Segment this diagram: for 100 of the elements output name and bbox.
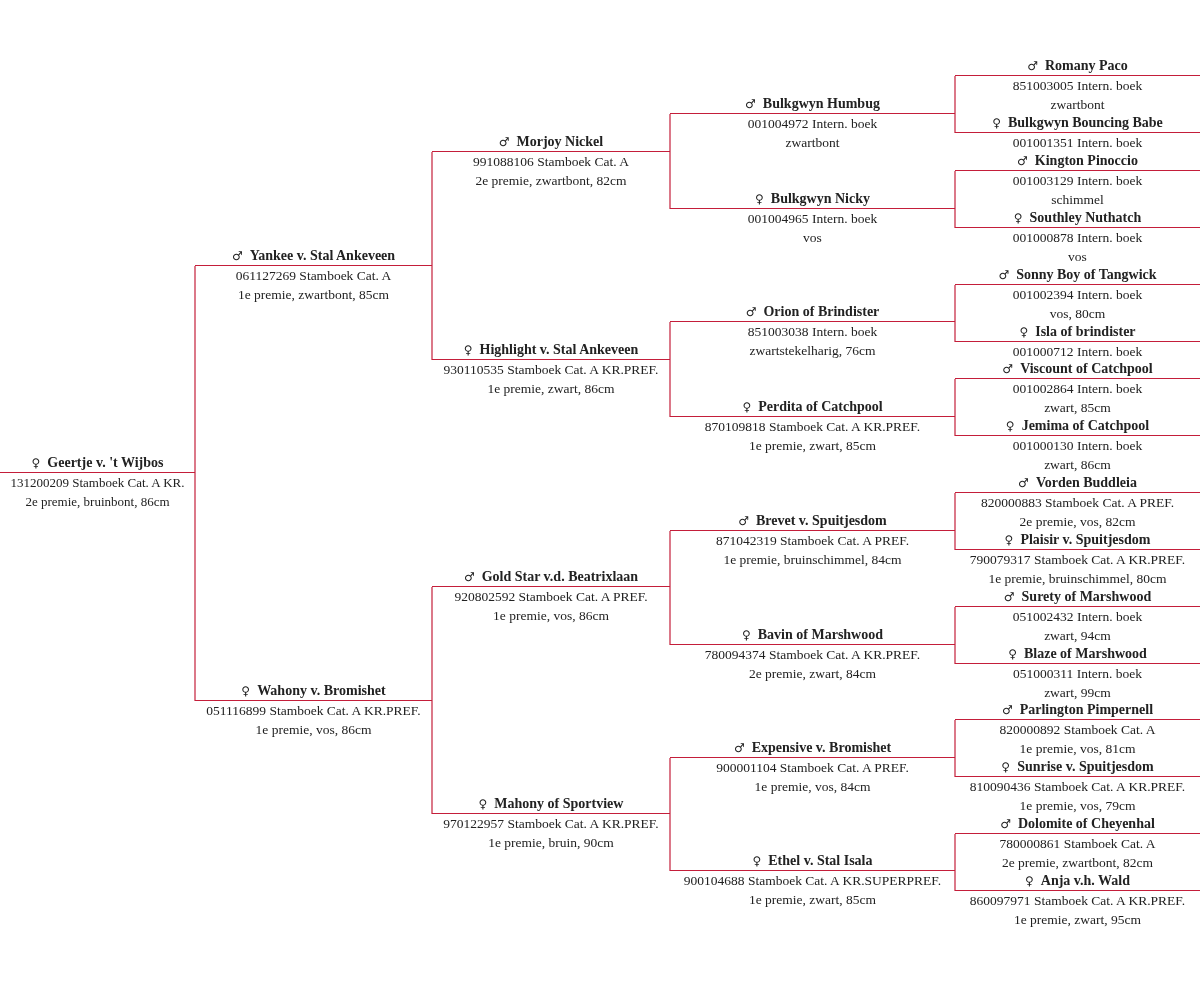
horse-name: Parlington Pimpernell: [1019, 701, 1154, 719]
registration-text: 1e premie, zwart, 85cm: [748, 437, 877, 455]
horse-name: Surety of Marshwood: [1021, 588, 1152, 606]
sex-symbol: ♂: [1018, 475, 1029, 492]
pedigree-connector: [431, 700, 433, 815]
registration-text: 001004965 Intern. boek: [747, 210, 878, 228]
horse-name: Mahony of Sportview: [494, 795, 624, 813]
pedigree-connector: [954, 833, 956, 872]
sex-symbol: ♀: [1001, 759, 1011, 776]
registration-text: vos: [803, 229, 822, 247]
pedigree-connector: [431, 586, 433, 702]
pedigree-connector: [954, 757, 956, 778]
pedigree-connector: [954, 75, 956, 115]
registration-text: 1e premie, vos, 84cm: [754, 778, 871, 796]
pedigree-entry: [670, 739, 955, 796]
registration-text: 1e premie, bruin, 90cm: [488, 834, 614, 852]
sex-symbol: ♂: [1000, 816, 1011, 833]
horse-name: Sunrise v. Spuitjesdom: [1017, 758, 1154, 776]
horse-name: Blaze of Marshwood: [1023, 645, 1147, 663]
sex-symbol: ♂: [463, 569, 475, 586]
registration-text: 2e premie, zwart, 84cm: [748, 665, 877, 683]
horse-name: Sonny Boy of Tangwick: [1016, 266, 1157, 284]
registration-text: 851003005 Intern. boek: [1012, 77, 1143, 95]
registration-text: 2e premie, zwartbont, 82cm: [1001, 854, 1154, 872]
sex-symbol: ♂: [498, 134, 510, 151]
sex-symbol: ♀: [742, 627, 751, 644]
pedigree-entry: [955, 474, 1200, 531]
horse-name: Bavin of Marshwood: [757, 626, 883, 644]
sex-symbol: ♂: [1002, 361, 1014, 378]
horse-name: Kington Pinoccio: [1034, 152, 1138, 170]
horse-name: Perdita of Catchpool: [758, 398, 883, 416]
horse-name: Plaisir v. Spuitjesdom: [1020, 531, 1151, 549]
registration-text: 1e premie, vos, 86cm: [493, 607, 609, 625]
sex-symbol: ♀: [1013, 210, 1023, 227]
pedigree-entry: [195, 682, 432, 739]
sex-symbol: ♂: [733, 740, 745, 757]
sex-symbol: ♀: [478, 796, 488, 813]
registration-text: 2e premie, vos, 82cm: [1019, 513, 1136, 531]
pedigree-entry: [955, 588, 1200, 645]
registration-text: zwartstekelharig, 76cm: [749, 342, 876, 360]
registration-text: 1e premie, vos, 81cm: [1019, 740, 1136, 758]
pedigree-entry: [432, 341, 670, 398]
registration-text: 061127269 Stamboek Cat. A: [235, 267, 392, 285]
registration-text: 930110535 Stamboek Cat. A KR.PREF.: [443, 361, 659, 379]
registration-text: 810090436 Stamboek Cat. A KR.PREF.: [969, 778, 1186, 796]
pedigree-connector: [669, 321, 671, 361]
registration-text: 870109818 Stamboek Cat. A KR.PREF.: [704, 418, 921, 436]
horse-name: Geertje v. 't Wijbos: [47, 454, 164, 472]
pedigree-connector: [954, 870, 956, 892]
horse-name: Expensive v. Bromishet: [751, 739, 892, 757]
registration-text: 001003129 Intern. boek: [1012, 172, 1143, 190]
registration-text: 051116899 Stamboek Cat. A KR.PREF.: [206, 702, 421, 720]
pedigree-connector: [954, 492, 956, 532]
pedigree-connector: [194, 472, 196, 702]
registration-text: 860097971 Stamboek Cat. A KR.PREF.: [969, 892, 1186, 910]
horse-name: Bulkgwyn Nicky: [770, 190, 870, 208]
registration-text: 001002394 Intern. boek: [1012, 286, 1143, 304]
registration-text: 1e premie, vos, 79cm: [1019, 797, 1136, 815]
sex-symbol: ♂: [1027, 58, 1038, 75]
pedigree-connector: [669, 113, 671, 153]
registration-text: 820000883 Stamboek Cat. A PREF.: [980, 494, 1175, 512]
sex-symbol: ♂: [1003, 589, 1015, 606]
registration-text: 790079317 Stamboek Cat. A KR.PREF.: [969, 551, 1186, 569]
registration-text: 1e premie, bruinschimmel, 84cm: [723, 551, 902, 569]
horse-name: Vorden Buddleia: [1035, 474, 1137, 492]
pedigree-entry: [955, 531, 1200, 588]
registration-text: zwart, 94cm: [1044, 627, 1111, 645]
registration-text: 001000878 Intern. boek: [1012, 229, 1143, 247]
horse-name: Highlight v. Stal Ankeveen: [479, 341, 639, 359]
horse-name: Anja v.h. Wald: [1040, 872, 1130, 890]
registration-text: vos, 80cm: [1049, 305, 1106, 323]
registration-text: zwartbont: [785, 134, 840, 152]
horse-name: Morjoy Nickel: [516, 133, 604, 151]
sex-symbol: ♂: [738, 513, 749, 530]
horse-name: Bulkgwyn Bouncing Babe: [1007, 114, 1163, 132]
registration-text: 780094374 Stamboek Cat. A KR.PREF.: [704, 646, 921, 664]
sex-symbol: ♀: [1025, 873, 1034, 890]
sex-symbol: ♂: [745, 96, 756, 113]
registration-text: 970122957 Stamboek Cat. A KR.PREF.: [443, 815, 659, 833]
registration-text: 900001104 Stamboek Cat. A PREF.: [716, 759, 909, 777]
pedigree-connector: [954, 284, 956, 323]
registration-text: 780000861 Stamboek Cat. A: [999, 835, 1156, 853]
registration-text: vos: [1068, 248, 1087, 266]
horse-name: Ethel v. Stal Isala: [768, 852, 873, 870]
horse-name: Dolomite of Cheyenhal: [1017, 815, 1155, 833]
registration-text: 1e premie, vos, 86cm: [255, 721, 372, 739]
pedigree-connector: [669, 813, 671, 872]
pedigree-entry: [0, 454, 195, 511]
registration-text: 1e premie, zwart, 95cm: [1013, 911, 1142, 929]
registration-text: 871042319 Stamboek Cat. A PREF.: [715, 532, 910, 550]
pedigree-connector: [954, 378, 956, 418]
pedigree-connector: [954, 644, 956, 665]
registration-text: 001002864 Intern. boek: [1012, 380, 1143, 398]
pedigree-entry: [955, 872, 1200, 929]
pedigree-connector: [954, 113, 956, 134]
pedigree-connector: [669, 757, 671, 815]
pedigree-entry: [670, 398, 955, 455]
pedigree-connector: [954, 208, 956, 229]
sex-symbol: ♀: [752, 853, 762, 870]
registration-text: 001001351 Intern. boek: [1012, 134, 1143, 152]
